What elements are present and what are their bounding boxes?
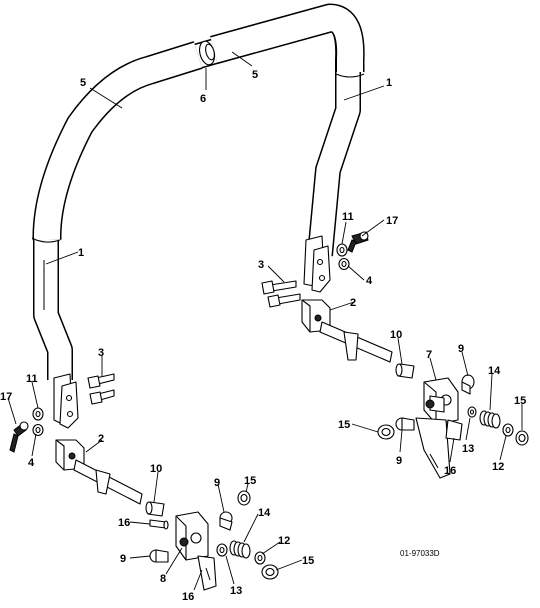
callout-16b: 16 — [118, 517, 130, 529]
tube-bracket-left — [53, 373, 79, 429]
bolt-lower-left — [89, 389, 115, 405]
callout-15c: 15 — [244, 475, 256, 487]
callout-7: 7 — [426, 349, 432, 361]
leader-lines — [7, 51, 523, 591]
washer-right-11 — [336, 243, 348, 257]
callout-4a: 4 — [366, 275, 373, 287]
callout-4b: 4 — [28, 457, 35, 469]
callout-10a: 10 — [390, 329, 402, 341]
spring-right-14 — [479, 410, 501, 429]
pin-left-16 — [149, 519, 169, 530]
cam-plate-left — [197, 555, 217, 591]
lever-knob-right — [347, 231, 369, 253]
nut-right-15 — [515, 430, 529, 446]
bolt-upper-left — [87, 373, 115, 389]
nut-left-15-upper — [237, 490, 251, 506]
callout-9a: 9 — [458, 343, 464, 355]
callout-17a: 17 — [386, 215, 398, 227]
callout-12a: 12 — [492, 461, 504, 473]
callout-12b: 12 — [278, 535, 290, 547]
callout-17b: 17 — [0, 391, 12, 403]
callout-15b: 15 — [338, 419, 350, 431]
roll-bar-frame — [33, 5, 362, 380]
callout-8: 8 — [160, 573, 166, 585]
callout-5a: 5 — [80, 77, 86, 89]
latch-plate-right — [423, 377, 459, 425]
callout-13a: 13 — [462, 443, 474, 455]
callout-14b: 14 — [258, 507, 271, 519]
callout-3a: 3 — [258, 259, 264, 271]
bolt-lower-right — [267, 293, 301, 308]
callout-6: 6 — [200, 93, 206, 105]
bushing-left-10 — [145, 501, 165, 517]
callout-9d: 9 — [120, 553, 126, 565]
lever-knob-left — [9, 421, 29, 453]
grip-left — [31, 41, 203, 243]
callout-1b: 1 — [78, 247, 84, 259]
callout-11a: 11 — [342, 211, 354, 223]
nut-left-15-lower — [261, 564, 279, 580]
pivot-shaft-right — [301, 299, 393, 363]
bolt-upper-right — [261, 280, 297, 295]
washer-left-13 — [216, 543, 228, 557]
spring-left-14 — [229, 540, 251, 559]
washer-right-12 — [502, 423, 514, 437]
bushing-right-9-lower — [395, 417, 415, 431]
callout-9b: 9 — [396, 455, 402, 467]
callout-3b: 3 — [98, 347, 104, 359]
washer-right-13 — [467, 406, 477, 418]
grip-right — [210, 3, 365, 78]
callouts: 5 5 6 1 1 11 17 3 4 2 10 7 9 14 15 15 13… — [0, 69, 526, 603]
callout-15d: 15 — [302, 555, 314, 567]
callout-15a: 15 — [514, 395, 526, 407]
callout-10b: 10 — [150, 463, 162, 475]
nut-right-15b — [377, 424, 395, 440]
bushing-left-9-lower — [149, 549, 169, 563]
callout-5b: 5 — [252, 69, 258, 81]
washer-left-11 — [32, 407, 44, 421]
pivot-shaft-left — [55, 439, 143, 505]
callout-9c: 9 — [214, 477, 220, 489]
callout-16c: 16 — [182, 591, 194, 603]
callout-14a: 14 — [488, 365, 501, 377]
bushing-left-9-upper — [219, 511, 233, 531]
callout-2a: 2 — [350, 297, 356, 309]
bushing-right-9-upper — [461, 374, 475, 395]
callout-16a: 16 — [444, 465, 456, 477]
washer-left-12 — [254, 551, 266, 565]
callout-1a: 1 — [386, 77, 392, 89]
bushing-right-10 — [395, 363, 415, 379]
nut-left-4 — [32, 423, 44, 437]
callout-2b: 2 — [98, 433, 104, 445]
nut-right-4 — [338, 257, 350, 271]
callout-11b: 11 — [26, 373, 38, 385]
cam-plate-right — [415, 417, 463, 479]
tube-bracket-right — [303, 235, 331, 293]
tube-coupler — [199, 40, 215, 66]
callout-13b: 13 — [230, 585, 242, 597]
latch-plate-left — [175, 511, 209, 561]
drawing-reference: 01-97033D — [400, 549, 440, 558]
